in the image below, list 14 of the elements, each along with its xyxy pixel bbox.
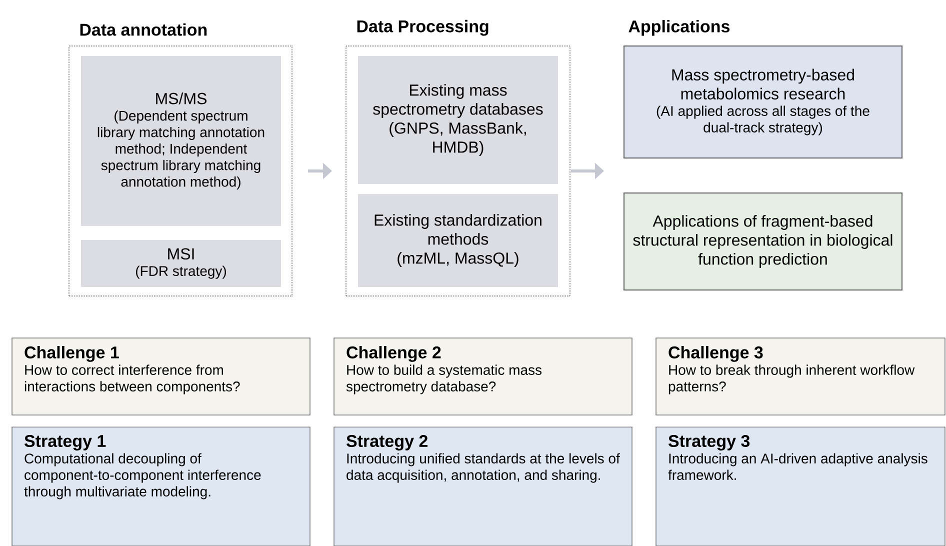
method-box: Existing mass spectrometry databases (GNPS, MassBank, HMDB) xyxy=(358,56,558,184)
column-heading: Data annotation xyxy=(80,23,207,36)
method-box: Existing standardization methods (mzML, MassQL) xyxy=(358,194,558,287)
method-box: MS/MS (Dependent spectrum library matching annotation method; Independent spectrum library matching annotation method) xyxy=(81,56,281,226)
application-box: Mass spectrometry-based metabolomics research (AI applied across all stages of the dual-track strategy) xyxy=(624,46,902,158)
challenge-box: Challenge 3 How to break through inherent workflow patterns? xyxy=(656,338,946,416)
application-box: Applications of fragment-based structural representation in biological function prediction xyxy=(624,192,902,290)
strategy-box: Strategy 3 Introducing an AI-driven adaptive analysis framework. xyxy=(656,426,946,546)
challenge-box: Challenge 1 How to correct interference from interactions between components? xyxy=(12,338,310,416)
column-heading: Data Processing xyxy=(357,20,488,36)
strategy-box: Strategy 2 Introducing unified standards at the levels of data acquisition, annotation, and sharing. xyxy=(334,426,632,546)
strategy-box: Strategy 1 Computational decoupling of component-to-component interference through multivariate modeling. xyxy=(12,426,310,546)
method-box: MSI (FDR strategy) xyxy=(81,240,281,287)
challenge-box: Challenge 2 How to build a systematic mass spectrometry database? xyxy=(334,338,632,416)
